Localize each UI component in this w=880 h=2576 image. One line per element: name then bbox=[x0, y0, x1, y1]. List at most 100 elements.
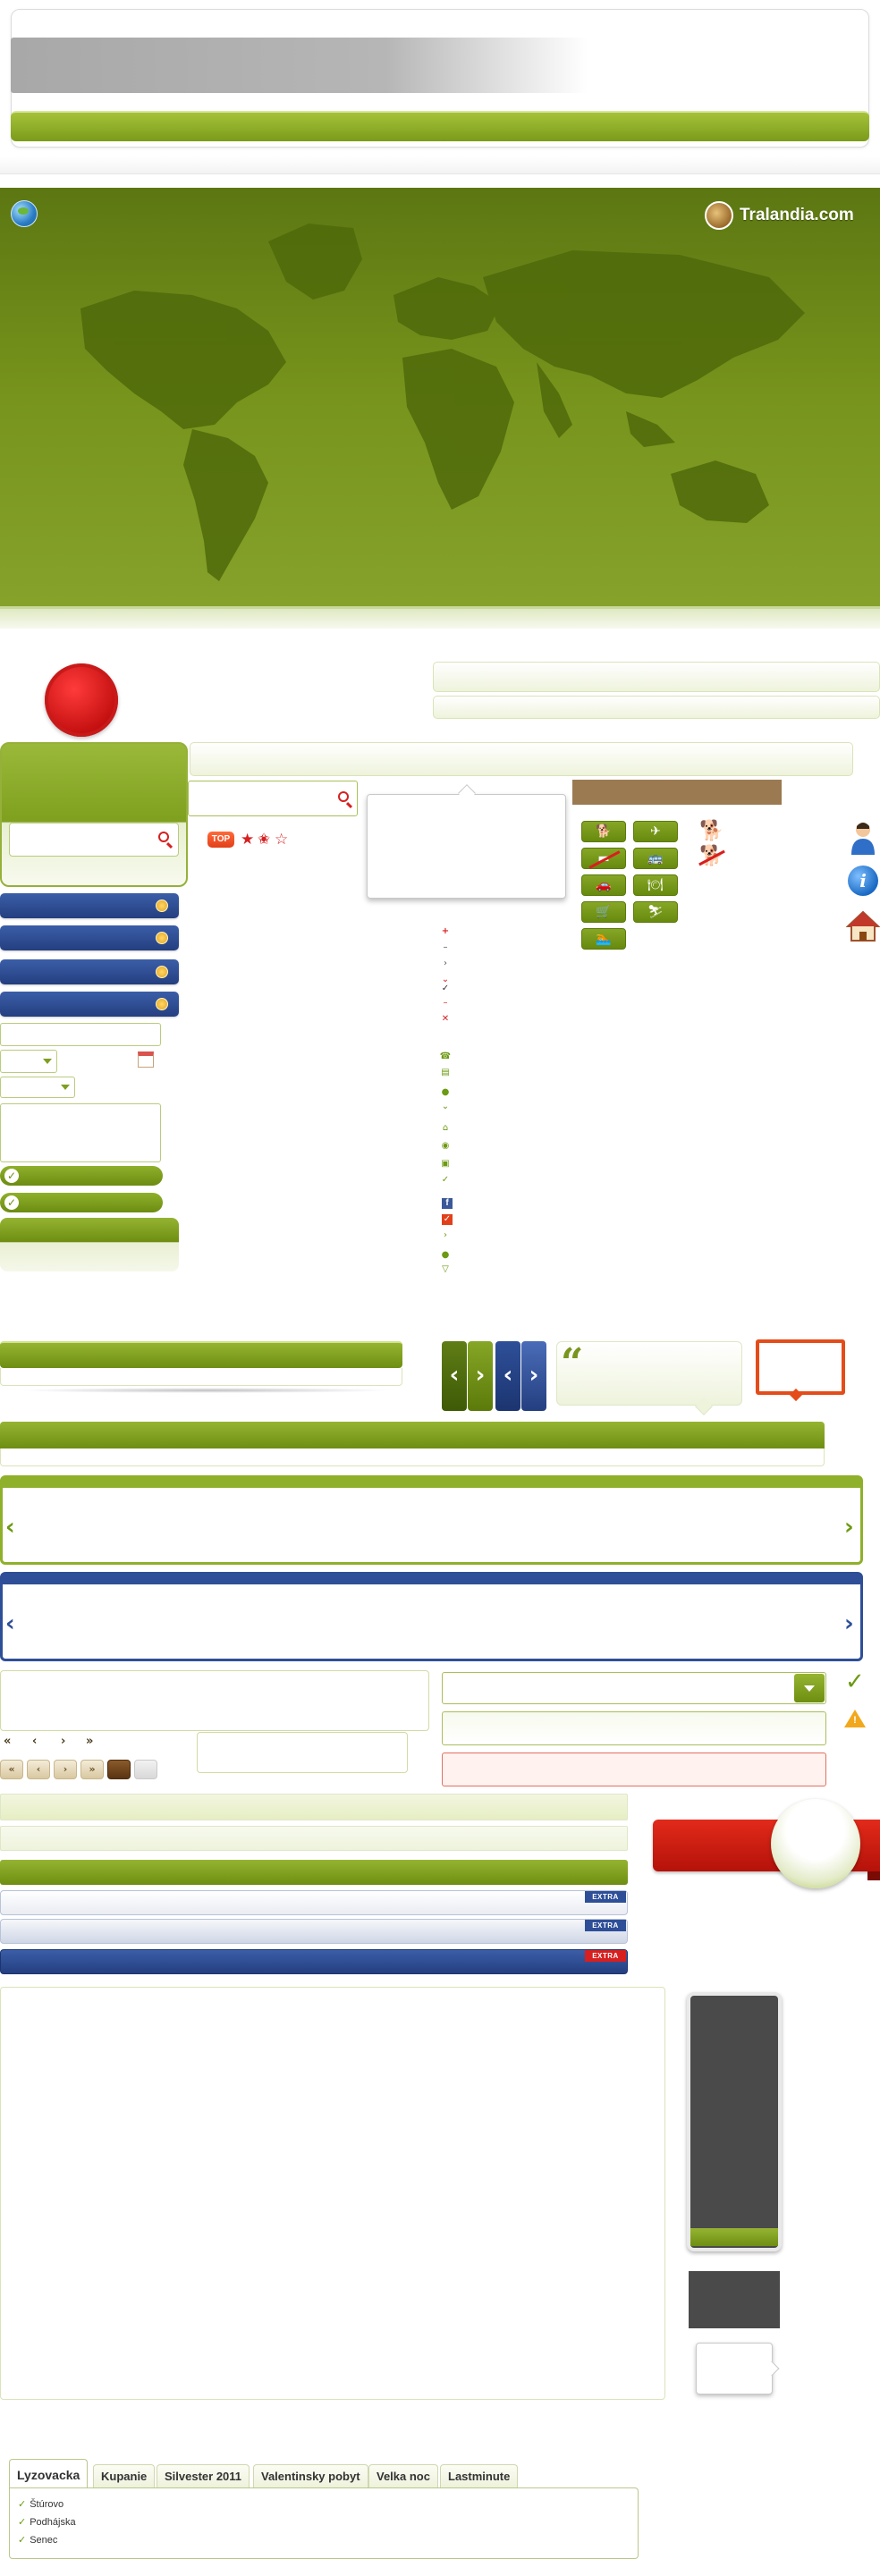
bus-button[interactable]: 🚌 bbox=[633, 848, 678, 869]
check-icon: ✓ bbox=[18, 2498, 27, 2510]
tab-kupanie[interactable]: Kupanie bbox=[93, 2464, 156, 2487]
header-gray-bar bbox=[11, 38, 588, 93]
list-item[interactable]: ✓Senec bbox=[18, 2532, 57, 2548]
section-header-bar bbox=[0, 1341, 402, 1368]
chevron-down-icon bbox=[804, 1685, 815, 1692]
cart-button[interactable]: 🛒 bbox=[581, 901, 626, 923]
extra-row-1[interactable] bbox=[0, 1890, 628, 1915]
checkbox-checked-icon[interactable]: ✓ bbox=[442, 1214, 453, 1225]
page-active-button[interactable] bbox=[107, 1760, 131, 1779]
chevron-down-icon bbox=[43, 1059, 52, 1064]
first-page-link[interactable]: « bbox=[4, 1735, 12, 1748]
section-shadow bbox=[18, 1388, 393, 1393]
check-icon: ✓ bbox=[441, 984, 450, 993]
star-filled-icon[interactable]: ★ bbox=[241, 831, 255, 849]
small-input-box[interactable] bbox=[197, 1732, 408, 1773]
check-icon: ✓ bbox=[845, 1668, 865, 1695]
house-icon[interactable] bbox=[846, 910, 880, 942]
tab-velka-noc[interactable]: Velka noc bbox=[368, 2464, 438, 2487]
plus-icon[interactable]: + bbox=[441, 926, 450, 936]
extra-row-3[interactable] bbox=[0, 1949, 628, 1974]
prev-page-button[interactable]: ‹ bbox=[27, 1760, 50, 1779]
world-map bbox=[80, 224, 805, 581]
list-item-label: Senec bbox=[30, 2535, 58, 2546]
chevron-down-icon[interactable]: ⌄ bbox=[441, 975, 450, 984]
minus-icon[interactable]: – bbox=[443, 942, 448, 952]
search-icon[interactable] bbox=[158, 832, 169, 842]
prev-arrow-green-button[interactable]: ‹ bbox=[442, 1341, 467, 1411]
star-off-icon bbox=[156, 966, 168, 978]
list-item[interactable]: ✓Štúrovo bbox=[18, 2496, 63, 2513]
next-page-button[interactable]: › bbox=[54, 1760, 77, 1779]
green-slider-panel bbox=[0, 1475, 863, 1565]
chevron-left-icon[interactable]: ‹ bbox=[5, 1514, 15, 1541]
car-button[interactable]: 🚗 bbox=[581, 874, 626, 896]
check-option-2[interactable]: ✓ bbox=[0, 1193, 163, 1212]
list-item[interactable]: ✓Podhájska bbox=[18, 2514, 76, 2530]
sidebar-blue-button-4[interactable] bbox=[0, 992, 179, 1017]
check-option-1[interactable]: ✓ bbox=[0, 1166, 163, 1186]
check-icon: ✓ bbox=[4, 1195, 19, 1210]
close-icon[interactable]: ✕ bbox=[441, 1014, 450, 1024]
minus-red-icon[interactable]: – bbox=[443, 998, 448, 1008]
brand-name[interactable]: Tralandia.com bbox=[740, 206, 854, 224]
calendar-icon[interactable] bbox=[138, 1052, 154, 1068]
fax-icon: ▤ bbox=[441, 1068, 450, 1077]
chevron-right-icon[interactable]: › bbox=[844, 1514, 854, 1541]
star-half-icon[interactable]: ✬ bbox=[258, 831, 271, 849]
warning-icon-bang: ! bbox=[853, 1715, 857, 1726]
extra-row-2[interactable] bbox=[0, 1919, 628, 1944]
tab-lyzovacka[interactable]: Lyzovacka bbox=[9, 2459, 89, 2489]
tab-silvester-2011[interactable]: Silvester 2011 bbox=[157, 2464, 250, 2487]
pale-header-bar bbox=[433, 662, 880, 692]
no-smoking-button[interactable]: ▬ bbox=[581, 848, 626, 869]
dining-button[interactable]: 🍽 bbox=[633, 874, 678, 896]
extra-badge: EXTRA bbox=[585, 1920, 626, 1931]
facebook-icon[interactable]: f bbox=[442, 1198, 453, 1209]
swimming-button[interactable]: 🏊 bbox=[581, 928, 626, 950]
search-icon[interactable] bbox=[338, 791, 349, 802]
valid-text-field[interactable] bbox=[442, 1711, 826, 1745]
chevron-left-icon[interactable]: ‹ bbox=[5, 1610, 15, 1637]
next-page-link[interactable]: › bbox=[61, 1735, 66, 1748]
blue-slider-panel bbox=[0, 1572, 863, 1661]
globe-land-shape bbox=[18, 207, 29, 215]
star-off-icon bbox=[156, 998, 168, 1010]
tab-lastminute[interactable]: Lastminute bbox=[440, 2464, 519, 2487]
info-icon[interactable]: i bbox=[848, 866, 878, 896]
select-field[interactable] bbox=[442, 1672, 826, 1704]
star-empty-icon[interactable]: ☆ bbox=[275, 831, 289, 849]
chevron-right-icon[interactable]: › bbox=[844, 1610, 854, 1637]
sidebar-blue-button-3[interactable] bbox=[0, 959, 179, 984]
wide-section-header bbox=[0, 1422, 825, 1448]
next-arrow-green-button[interactable]: › bbox=[468, 1341, 493, 1411]
textarea-field[interactable] bbox=[0, 1103, 161, 1162]
last-page-button[interactable]: » bbox=[80, 1760, 104, 1779]
prev-arrow-blue-button[interactable]: ‹ bbox=[495, 1341, 520, 1411]
chevron-right-icon[interactable]: › bbox=[444, 959, 447, 968]
text-input[interactable] bbox=[0, 1023, 161, 1046]
main-search-input[interactable] bbox=[188, 781, 358, 816]
user-icon: ● bbox=[441, 1087, 450, 1097]
error-text-field[interactable] bbox=[442, 1753, 826, 1786]
sidebar-blue-button-1[interactable] bbox=[0, 893, 179, 918]
last-page-link[interactable]: » bbox=[86, 1735, 94, 1748]
next-arrow-blue-button[interactable]: › bbox=[521, 1341, 546, 1411]
prev-page-link[interactable]: ‹ bbox=[32, 1735, 38, 1748]
dog-allowed-button[interactable]: 🐕 bbox=[581, 821, 626, 842]
extra-badge: EXTRA bbox=[585, 1950, 626, 1962]
first-page-button[interactable]: « bbox=[0, 1760, 23, 1779]
select-toggle-button[interactable] bbox=[794, 1674, 825, 1702]
sidebar-search-input[interactable] bbox=[9, 823, 179, 857]
header-green-bar bbox=[11, 111, 869, 141]
check-icon: ✓ bbox=[4, 1169, 19, 1183]
plane-button[interactable]: ✈ bbox=[633, 821, 678, 842]
ski-button[interactable]: ⛷ bbox=[633, 901, 678, 923]
tab-valentinsky-pobyt[interactable]: Valentinsky pobyt bbox=[253, 2464, 368, 2487]
red-ribbon-fold bbox=[867, 1871, 880, 1880]
person-icon[interactable] bbox=[850, 821, 876, 855]
page-button[interactable] bbox=[134, 1760, 157, 1779]
sidebar-blue-button-2[interactable] bbox=[0, 925, 179, 950]
banner-footer bbox=[0, 606, 880, 629]
brand-logo-icon[interactable] bbox=[705, 201, 733, 230]
